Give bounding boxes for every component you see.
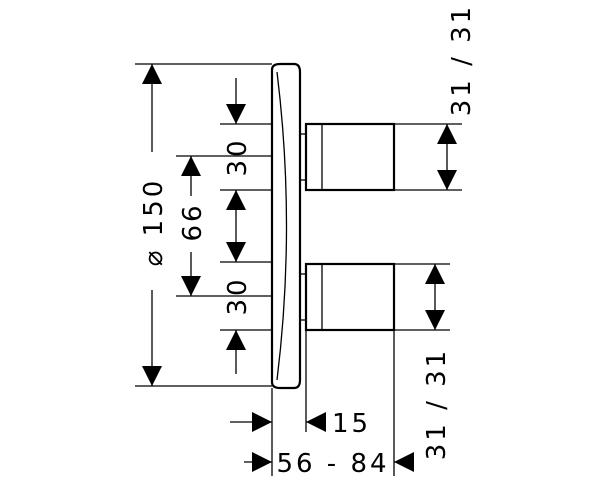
upper-handle-height-dimension bbox=[394, 123, 462, 191]
upper-30-label: 30 bbox=[223, 137, 253, 176]
faceplate bbox=[270, 62, 302, 390]
diameter-dimension bbox=[135, 63, 272, 387]
lower-handle-label: 31 / 31 bbox=[422, 348, 452, 460]
depth-15-label: 15 bbox=[332, 409, 371, 439]
depth-15-dimension bbox=[230, 330, 326, 476]
diameter-label: ⌀ 150 bbox=[139, 178, 169, 267]
depth-range-label: 56 - 84 bbox=[276, 449, 389, 479]
span-66-label: 66 bbox=[178, 202, 208, 241]
lower-30-label: 30 bbox=[223, 276, 253, 315]
upper-handle bbox=[300, 122, 396, 192]
span-66-dimension bbox=[176, 155, 272, 297]
offset-30-dimensions bbox=[220, 78, 272, 374]
lower-handle bbox=[300, 262, 396, 332]
upper-handle-label: 31 / 31 bbox=[447, 4, 477, 116]
lower-handle-height-dimension bbox=[394, 263, 450, 331]
depth-range-dimension bbox=[244, 330, 414, 476]
